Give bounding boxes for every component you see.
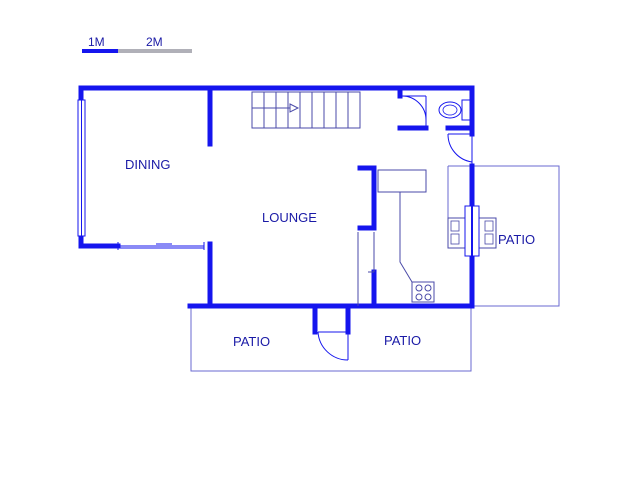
patio-outlines [190, 165, 560, 372]
dining-window [77, 99, 86, 237]
kitchen-sinks [447, 205, 497, 257]
room-label-lounge: LOUNGE [262, 210, 317, 225]
patio-bottom-outline [190, 308, 472, 372]
room-label-patio-bottom-right: PATIO [384, 333, 421, 348]
stove [411, 281, 435, 303]
room-label-patio-bottom-left: PATIO [233, 334, 270, 349]
room-label-patio-right: PATIO [498, 232, 535, 247]
patio-door [317, 331, 349, 361]
staircase [251, 91, 361, 129]
scale-label-2m: 2M [146, 35, 163, 49]
walls [78, 85, 475, 335]
patio-right-outline [472, 165, 560, 307]
scale-label-1m: 1M [88, 35, 105, 49]
right-exterior-door [447, 133, 473, 164]
dining-sliding-door [117, 242, 205, 250]
room-label-dining: DINING [125, 157, 171, 172]
toilet-fixture [438, 99, 471, 121]
kitchen-counter [357, 169, 427, 306]
wc-door [401, 95, 427, 128]
scale-bar: 1M 2M [82, 35, 192, 53]
